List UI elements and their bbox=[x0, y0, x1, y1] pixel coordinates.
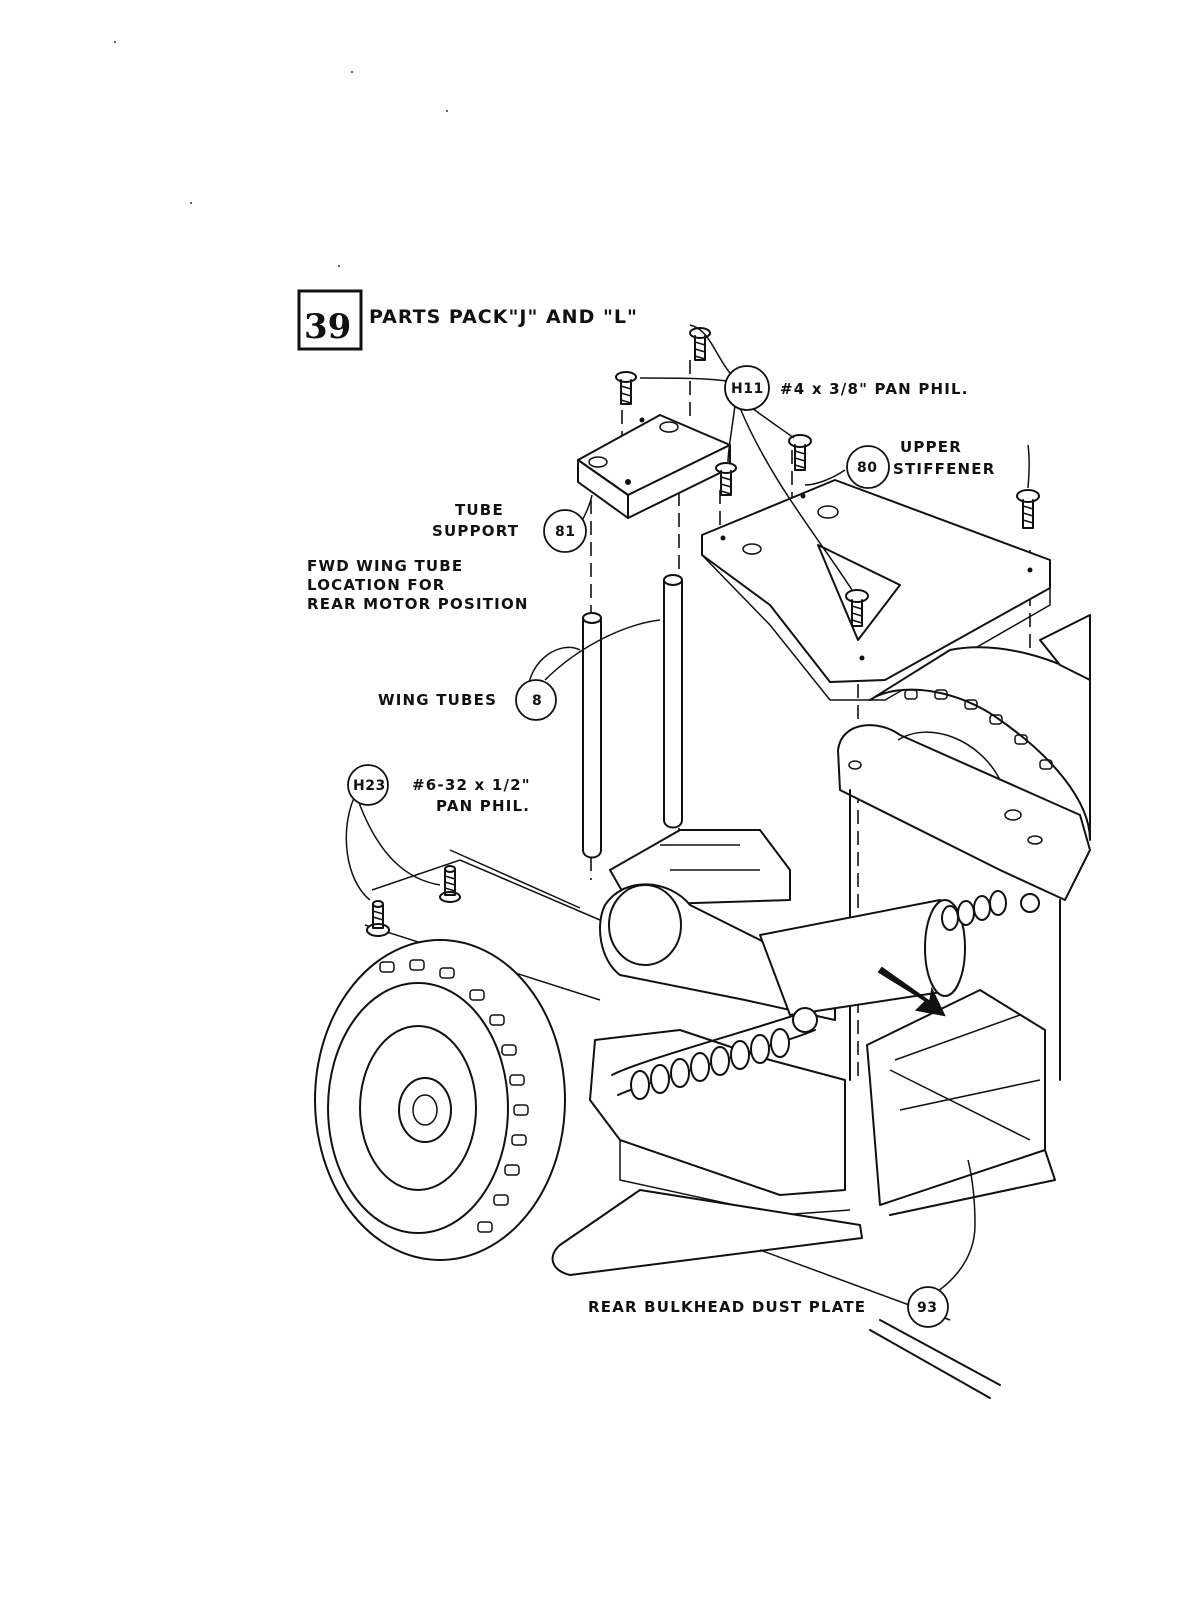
h23-spec-label-line1: #6-32 x 1/2" bbox=[412, 776, 531, 794]
tube-support-label-line2: SUPPORT bbox=[432, 522, 519, 540]
tube-support-part bbox=[577, 414, 731, 519]
screws-h11 bbox=[615, 327, 1040, 627]
fwd-wing-tube-note-line2: LOCATION FOR bbox=[307, 576, 446, 594]
h11-leaders bbox=[639, 324, 1030, 591]
screw bbox=[845, 589, 869, 627]
screw bbox=[615, 371, 637, 405]
step-number-box bbox=[297, 289, 363, 351]
shock-absorber-right bbox=[941, 890, 1040, 931]
screw bbox=[788, 434, 812, 471]
screw bbox=[689, 327, 711, 361]
scan-specks bbox=[114, 41, 448, 267]
callout-93: 93 bbox=[907, 1286, 949, 1328]
step-title: PARTS PACK"J" AND "L" bbox=[369, 306, 638, 328]
wing-tubes-label: WING TUBES bbox=[378, 691, 497, 709]
svg-text:81: 81 bbox=[555, 524, 575, 540]
left-wheel bbox=[314, 939, 566, 1261]
dust-plate-label: REAR BULKHEAD DUST PLATE bbox=[588, 1298, 866, 1316]
right-wheel-tread bbox=[904, 689, 1053, 770]
fwd-wing-tube-note-line3: REAR MOTOR POSITION bbox=[307, 595, 529, 613]
screw bbox=[715, 462, 737, 496]
svg-text:80: 80 bbox=[857, 460, 877, 476]
screw bbox=[366, 900, 390, 937]
black-arrow-icon bbox=[877, 966, 946, 1017]
svg-text:8: 8 bbox=[532, 693, 542, 709]
svg-text:H11: H11 bbox=[731, 381, 764, 397]
svg-text:93: 93 bbox=[917, 1300, 937, 1316]
callout-81: 81 bbox=[543, 509, 587, 553]
screws-h23 bbox=[366, 865, 461, 937]
callout-8: 8 bbox=[515, 679, 557, 721]
shock-absorber bbox=[611, 1007, 818, 1100]
upper-stiffener-label-line1: UPPER bbox=[900, 438, 962, 456]
wing-tubes-part bbox=[582, 574, 683, 859]
upper-stiffener-label-line2: STIFFENER bbox=[893, 460, 996, 478]
callout-80: 80 bbox=[846, 445, 890, 489]
tube-support-label-line1: TUBE bbox=[455, 501, 504, 519]
step-number: 39 bbox=[304, 307, 351, 347]
upper-stiffener-part bbox=[701, 479, 1051, 701]
callout-h23: H23 bbox=[347, 764, 389, 806]
callout-h11: H11 bbox=[724, 365, 770, 411]
tread-blocks bbox=[379, 959, 529, 1233]
fwd-wing-tube-note-line1: FWD WING TUBE bbox=[307, 557, 463, 575]
rear-bulkhead-dust-plate-part bbox=[866, 989, 1056, 1216]
step-header: 39 PARTS PACK"J" AND "L" bbox=[297, 289, 638, 351]
h23-spec-label-line2: PAN PHIL. bbox=[436, 797, 530, 815]
chassis-drawing bbox=[364, 614, 1091, 1399]
svg-text:H23: H23 bbox=[353, 778, 386, 794]
screw bbox=[1016, 489, 1040, 529]
h11-spec-label: #4 x 3/8" PAN PHIL. bbox=[780, 380, 969, 398]
screw bbox=[439, 865, 461, 903]
h23-leaders bbox=[345, 797, 441, 901]
